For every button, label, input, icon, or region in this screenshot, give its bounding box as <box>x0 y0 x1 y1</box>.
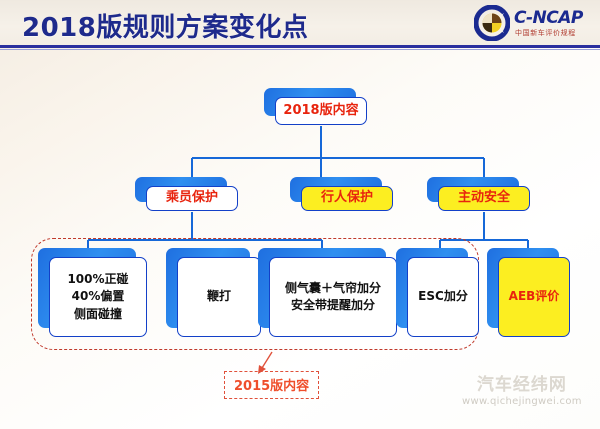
node-face: 鞭打 <box>177 257 261 337</box>
node-label-line-2: 安全带提醒加分 <box>290 298 375 312</box>
page-title: 2018版规则方案变化点 <box>22 13 309 43</box>
node-aeb-evaluation[interactable]: AEB评价 <box>487 248 570 337</box>
group-2015-label: 2015版内容 <box>224 371 320 399</box>
watermark-url: www.qichejingwei.com <box>462 396 582 407</box>
node-face: 100%正碰 40%偏置 侧面碰撞 <box>49 257 147 337</box>
node-label: 2018版内容 <box>283 102 359 118</box>
node-2018-content[interactable]: 2018版内容 <box>264 88 367 125</box>
node-face: 侧气囊＋气帘加分 安全带提醒加分 <box>269 257 397 337</box>
node-face: 乘员保护 <box>146 186 238 211</box>
node-pedestrian-protection[interactable]: 行人保护 <box>290 177 393 211</box>
node-face: ESC加分 <box>407 257 479 337</box>
watermark: 汽车经纬网 www.qichejingwei.com <box>462 370 582 407</box>
node-label-line-1: 侧气囊＋气帘加分 <box>284 280 381 295</box>
node-active-safety[interactable]: 主动安全 <box>427 177 530 211</box>
node-occupant-protection[interactable]: 乘员保护 <box>135 177 238 211</box>
node-face: 2018版内容 <box>275 97 367 125</box>
node-label-line-1: 鞭打 <box>206 289 231 304</box>
node-label-line-2: 40%偏置 <box>71 289 125 304</box>
node-label-line-1: 100%正碰 <box>67 271 129 286</box>
watermark-brand: 汽车经纬网 <box>476 375 567 395</box>
node-label: 主动安全 <box>457 190 510 206</box>
node-label-line-3: 侧面碰撞 <box>73 306 122 321</box>
cncap-logo-mark <box>474 5 510 41</box>
node-face: 主动安全 <box>438 186 530 211</box>
node-label-line-1: ESC加分 <box>418 289 468 304</box>
node-label: 行人保护 <box>320 190 373 206</box>
node-label-line-1: AEB评价 <box>508 289 560 304</box>
node-face: AEB评价 <box>498 257 570 337</box>
node-whiplash[interactable]: 鞭打 <box>166 248 261 337</box>
node-airbag-and-belt-bonus[interactable]: 侧气囊＋气帘加分 安全带提醒加分 <box>258 248 397 337</box>
cncap-logo-text: C-NCAP <box>514 8 583 28</box>
header-divider-thick <box>0 45 600 48</box>
node-label: 乘员保护 <box>165 190 218 206</box>
header-divider-thin <box>0 49 600 50</box>
cncap-logo: C-NCAP 中国新车评价规程 <box>474 2 596 44</box>
cncap-logo-subtitle: 中国新车评价规程 <box>515 29 576 37</box>
node-esc-bonus[interactable]: ESC加分 <box>396 248 479 337</box>
node-crash-tests[interactable]: 100%正碰 40%偏置 侧面碰撞 <box>38 248 147 337</box>
node-face: 行人保护 <box>301 186 393 211</box>
